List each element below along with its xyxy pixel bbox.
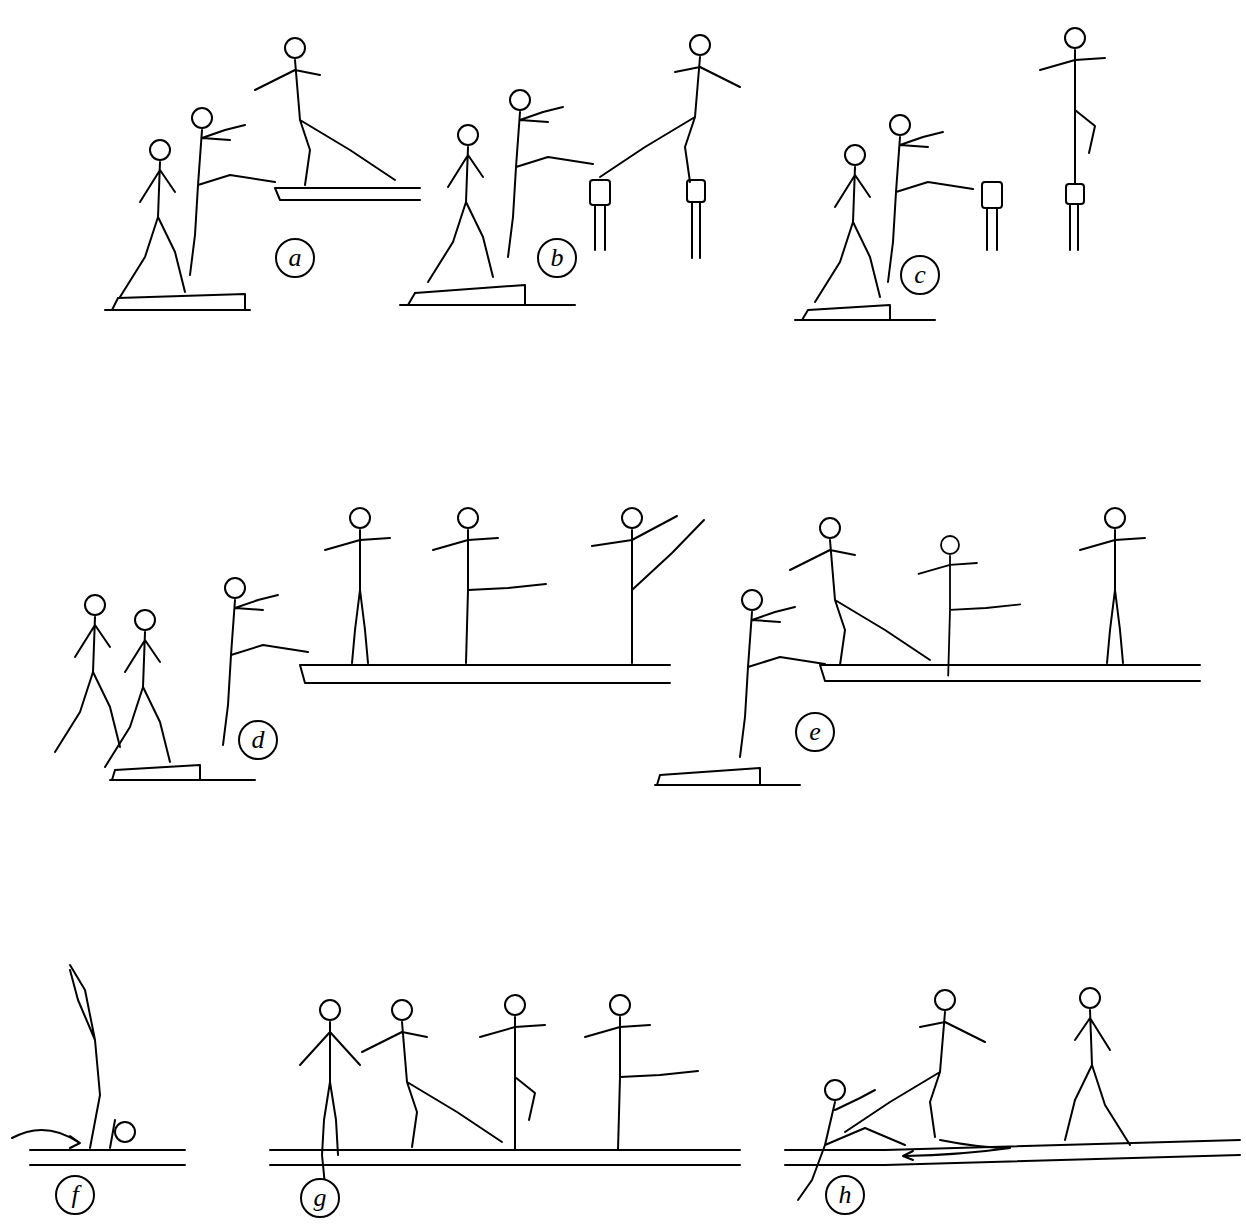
gymnast	[790, 518, 930, 665]
gymnast	[255, 38, 395, 185]
label-circle: c	[900, 255, 940, 295]
panel-letter: c	[914, 262, 926, 288]
gymnast	[428, 125, 493, 282]
panel-letter: a	[289, 245, 302, 271]
gymnast	[585, 995, 698, 1150]
gymnast	[433, 508, 546, 663]
beam	[275, 188, 420, 200]
gymnast	[223, 578, 308, 745]
beam-post	[590, 180, 610, 250]
gymnast	[1040, 28, 1105, 183]
gymnast	[105, 610, 170, 767]
panel-letter: e	[809, 719, 821, 745]
gymnast	[888, 115, 973, 282]
gymnast	[12, 965, 135, 1148]
beam	[300, 665, 670, 683]
label-circle: b	[537, 238, 577, 278]
gymnast	[919, 536, 1021, 676]
gymnast	[190, 108, 275, 275]
springboard	[655, 768, 800, 785]
gymnast	[740, 590, 825, 757]
beam	[30, 1150, 185, 1165]
gymnast	[325, 508, 390, 663]
label-circle: a	[275, 238, 315, 278]
springboard	[400, 285, 575, 305]
gymnast	[600, 35, 740, 182]
beam-post	[687, 180, 705, 258]
turn-arrow	[903, 1140, 1010, 1160]
gymnast	[55, 595, 120, 752]
panel-letter: g	[314, 1185, 327, 1211]
gymnast	[815, 145, 880, 302]
gymnast	[845, 990, 985, 1137]
springboard	[105, 294, 250, 310]
beam-post	[1066, 184, 1084, 250]
label-circle: f	[55, 1175, 95, 1215]
beam-post	[982, 182, 1002, 250]
springboard	[795, 305, 935, 320]
gymnast	[508, 90, 593, 257]
springboard	[110, 765, 255, 780]
panel-letter: b	[551, 245, 564, 271]
gymnast	[592, 508, 704, 663]
gymnast	[362, 1000, 502, 1147]
panel-letter: f	[71, 1182, 78, 1208]
label-circle: h	[825, 1175, 865, 1215]
label-circle: g	[300, 1178, 340, 1218]
gymnast	[120, 140, 185, 297]
label-circle: e	[795, 712, 835, 752]
gymnast	[300, 1000, 360, 1195]
beam	[270, 1150, 740, 1165]
beam	[820, 665, 1200, 681]
gymnast	[1065, 988, 1130, 1145]
panel-letter: h	[839, 1182, 852, 1208]
panel-letter: d	[252, 727, 265, 753]
label-circle: d	[238, 720, 278, 760]
gymnast	[480, 995, 545, 1150]
gymnast	[1080, 508, 1145, 663]
beam	[785, 1140, 1240, 1165]
